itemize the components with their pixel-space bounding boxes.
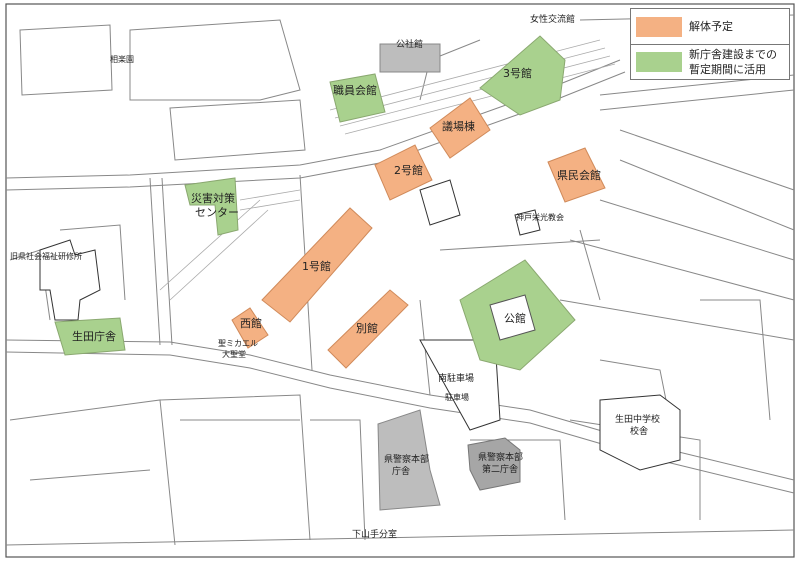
bldg2-building <box>374 144 433 201</box>
staff-hall-building <box>329 73 386 123</box>
ikuta-jhs-label-1: 生田中学校 <box>615 413 660 425</box>
legend-row-demolition: 解体予定 <box>631 9 789 45</box>
ikuta-jhs-label-2: 校舎 <box>630 425 648 437</box>
south-parking-label: 南駐車場 <box>438 372 474 384</box>
police-hq-label-1: 県警察本部 <box>384 453 429 465</box>
cathedral-label-2: 大聖堂 <box>222 349 246 359</box>
interim-legend-line1: 新庁舎建設までの <box>689 48 777 61</box>
bldg2-label: 2号館 <box>394 163 423 177</box>
annex-building <box>327 289 409 369</box>
police-hq-label-2: 庁舎 <box>392 465 410 477</box>
west-building <box>231 307 269 349</box>
annex-label: 別館 <box>356 321 378 335</box>
shimoyamate-label: 下山手分室 <box>352 528 397 540</box>
disaster-center-label-2: センター <box>195 206 239 219</box>
koukan-label: 公館 <box>504 311 526 325</box>
ikuta-office-building <box>54 317 126 356</box>
legend-row-interim: 新庁舎建設までの 暫定期間に活用 <box>631 44 789 79</box>
map-labels: 女性交流館 公社館 相楽園 職員会館 3号館 議場棟 2号館 県民会館 災害対策… <box>10 13 660 540</box>
bldg3-label: 3号館 <box>503 66 532 80</box>
bldg1-label: 1号館 <box>302 259 331 273</box>
cathedral-label-1: 聖ミカエル <box>218 339 258 348</box>
map-legend: 解体予定 新庁舎建設までの 暫定期間に活用 <box>630 8 790 80</box>
demolition-buildings <box>231 97 606 369</box>
outlined-buildings <box>39 179 681 471</box>
ikuta-office-label: 生田庁舎 <box>72 329 116 343</box>
public-hall-building <box>379 43 441 73</box>
police-second-label-2: 第二庁舎 <box>482 463 518 475</box>
bldg1-building <box>261 207 373 323</box>
demolition-swatch <box>636 17 682 37</box>
disaster-center-label-1: 災害対策 <box>191 191 235 205</box>
interim-legend-label: 新庁舎建設までの 暫定期間に活用 <box>689 47 789 77</box>
assembly-building <box>429 97 491 159</box>
sorakuen-label: 相楽園 <box>110 54 134 64</box>
parking-label: 駐車場 <box>445 392 469 402</box>
interim-legend-line2: 暫定期間に活用 <box>689 63 766 76</box>
demolition-legend-label: 解体予定 <box>689 20 733 33</box>
interim-swatch <box>636 52 682 72</box>
police-hq-building <box>377 409 441 511</box>
old-office-label: 旧県社会福祉研修所 <box>10 251 82 261</box>
women-center-label: 女性交流館 <box>530 13 575 25</box>
kobe-church-label: 神戸栄光教会 <box>516 212 564 222</box>
kenmin-label: 県民会館 <box>557 168 601 182</box>
police-second-building <box>467 437 521 491</box>
assembly-label: 議場棟 <box>442 119 475 133</box>
koukan-building <box>489 294 536 341</box>
bldg3-building <box>479 35 566 116</box>
public-hall-label: 公社館 <box>396 38 423 50</box>
west-building-label: 西館 <box>240 316 262 330</box>
police-second-label-1: 県警察本部 <box>478 451 523 463</box>
kenmin-building <box>547 147 606 203</box>
staff-hall-label: 職員会館 <box>333 83 377 97</box>
disaster-center-building <box>184 177 239 236</box>
